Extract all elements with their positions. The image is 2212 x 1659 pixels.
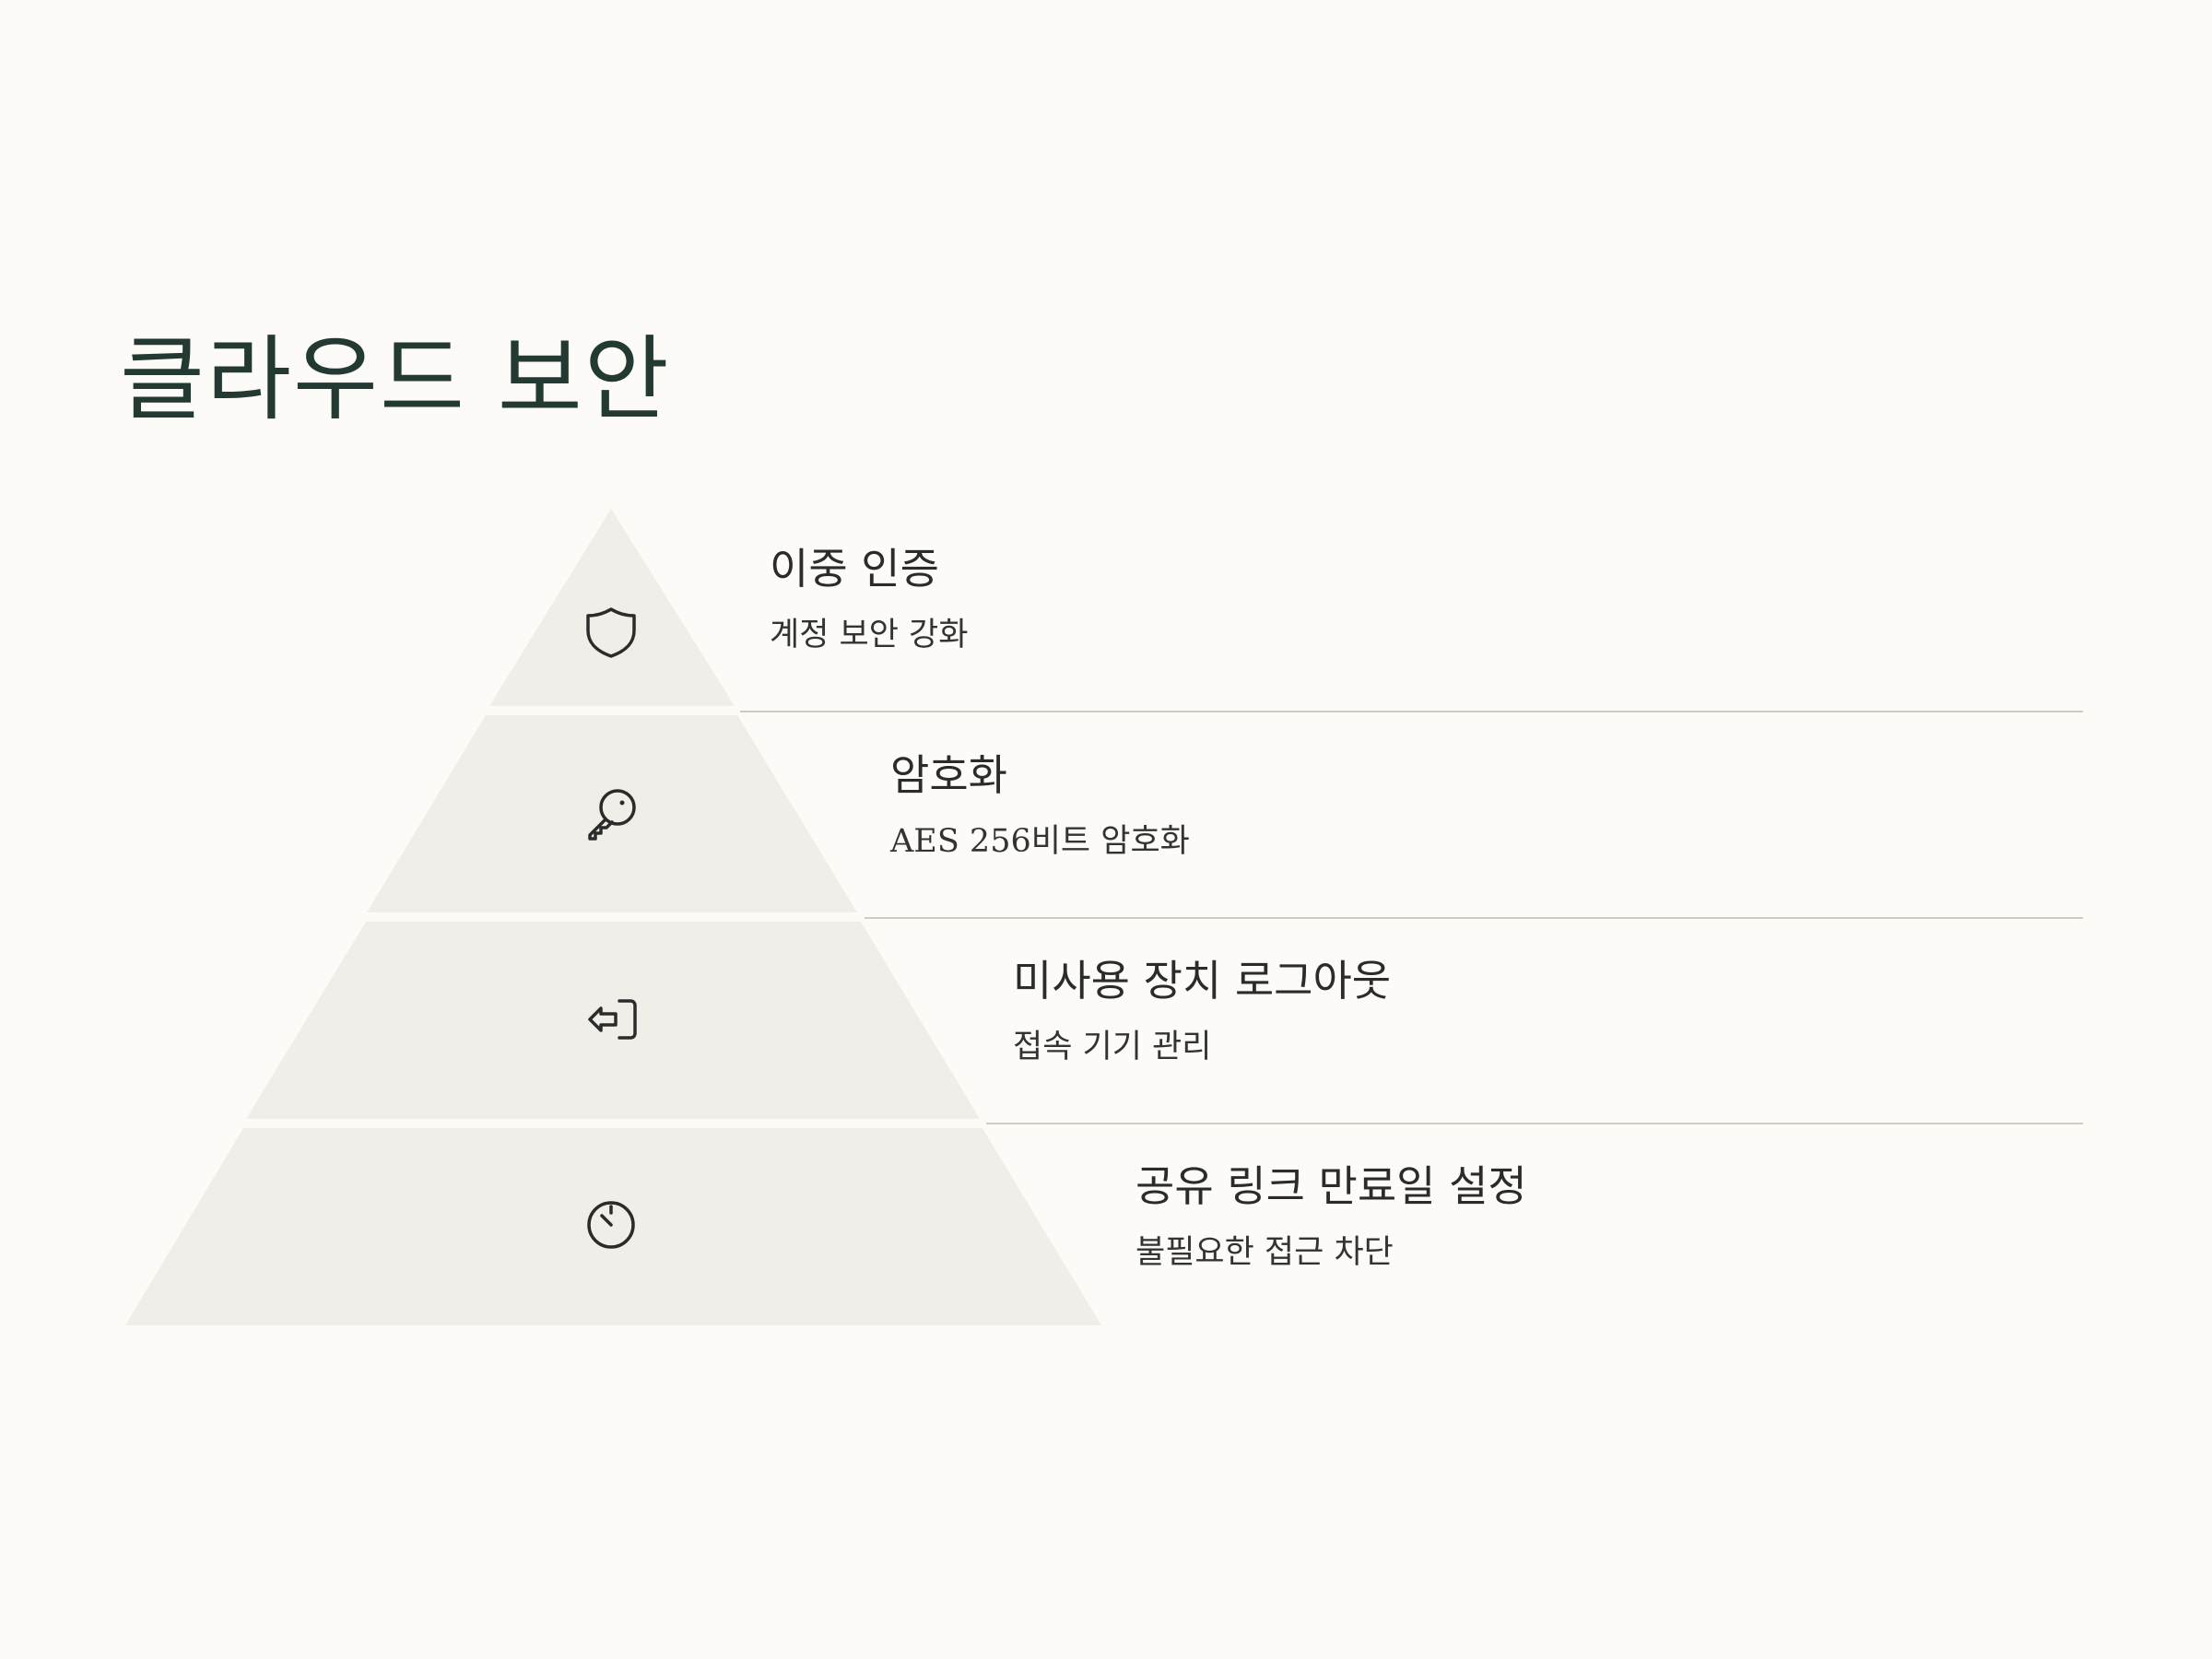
pyramid-tier-1 [489,509,735,706]
pyramid-tier-2 [367,715,857,912]
timer-icon [587,1201,635,1249]
tier-4-text: 공유 링크 만료일 설정 불필요한 접근 차단 [1135,1159,1527,1273]
tier-title: 이중 인증 [770,544,939,594]
tier-description: AES 256비트 암호화 [890,823,1190,860]
pyramid-tier-3 [246,922,980,1119]
page-title: 클라우드 보안 [120,325,671,433]
tier-3-text: 미사용 장치 로그아웃 접속 기기 관리 [1013,953,1391,1067]
pyramid-tier-4 [125,1128,1101,1325]
tier-description: 계정 보안 강화 [770,617,969,653]
tier-title: 미사용 장치 로그아웃 [1013,956,1392,1006]
tier-title: 공유 링크 만료일 설정 [1135,1161,1527,1211]
tier-2-text: 암호화 AES 256비트 암호화 [890,747,1190,862]
shield-icon [586,607,636,658]
tier-description: 접속 기기 관리 [1013,1029,1212,1065]
logout-icon [588,999,637,1040]
tier-title: 암호화 [890,750,1007,800]
tier-description: 불필요한 접근 차단 [1135,1234,1394,1271]
tier-1-text: 이중 인증 계정 보안 강화 [770,541,968,655]
key-icon [588,789,636,841]
